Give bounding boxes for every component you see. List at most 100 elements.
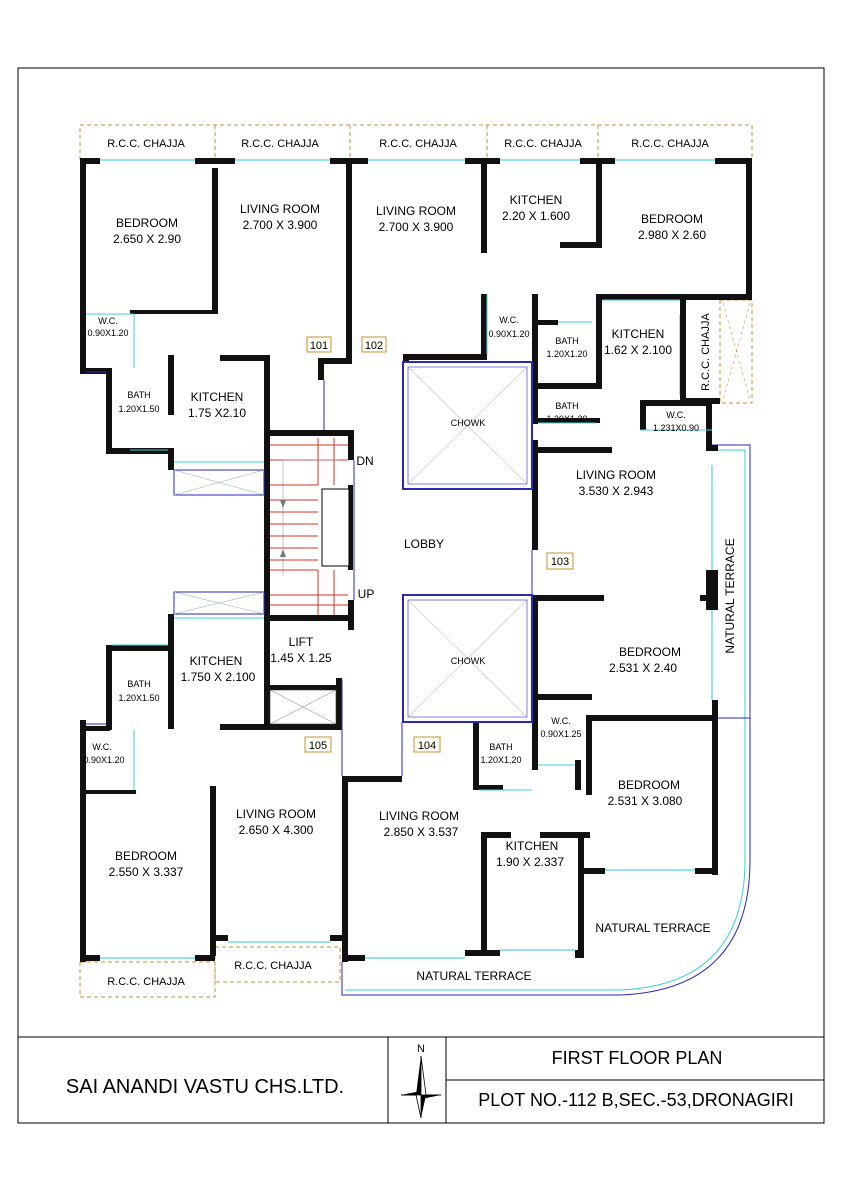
- svg-text:KITCHEN: KITCHEN: [612, 327, 665, 341]
- chajja-label: R.C.C. CHAJJA: [631, 138, 709, 150]
- svg-text:1.20X1.20: 1.20X1.20: [480, 755, 521, 765]
- chajja-label: R.C.C. CHAJJA: [379, 138, 457, 150]
- svg-text:2.850 X 3.537: 2.850 X 3.537: [384, 825, 459, 839]
- svg-text:2.700 X 3.900: 2.700 X 3.900: [379, 220, 454, 234]
- room-living-103: LIVING ROOM 3.530 X 2.943: [576, 468, 656, 498]
- svg-text:LIVING ROOM: LIVING ROOM: [576, 468, 656, 482]
- svg-text:1.750 X 2.100: 1.750 X 2.100: [181, 670, 256, 684]
- svg-text:W.C.: W.C.: [92, 742, 112, 752]
- chajja-label-vertical: R.C.C. CHAJJA: [700, 313, 712, 391]
- svg-text:KITCHEN: KITCHEN: [191, 390, 244, 404]
- svg-text:LIVING ROOM: LIVING ROOM: [240, 202, 320, 216]
- room-bath-105: BATH 1.20X1.50: [118, 679, 159, 703]
- svg-text:0.90X1.20: 0.90X1.20: [83, 755, 124, 765]
- svg-text:1.20X1.20: 1.20X1.20: [546, 414, 587, 424]
- chajja-label: R.C.C. CHAJJA: [107, 138, 185, 150]
- chajja-label: R.C.C. CHAJJA: [504, 138, 582, 150]
- room-bath-104: BATH 1.20X1.20: [480, 742, 521, 765]
- north-arrow-icon: N: [401, 1043, 441, 1119]
- svg-text:2.531 X 3.080: 2.531 X 3.080: [608, 794, 683, 808]
- room-lift: LIFT 1.45 X 1.25: [270, 635, 332, 665]
- svg-text:KITCHEN: KITCHEN: [506, 839, 559, 853]
- svg-text:BATH: BATH: [127, 390, 150, 400]
- natural-terrace-label: NATURAL TERRACE: [595, 921, 710, 935]
- room-wc-104: W.C. 0.90X1.25: [540, 716, 581, 739]
- svg-text:3.530 X 2.943: 3.530 X 2.943: [579, 484, 654, 498]
- room-bedroom-104: BEDROOM 2.531 X 3.080: [608, 778, 683, 808]
- room-kitchen-105: KITCHEN 1.750 X 2.100: [181, 654, 256, 684]
- drawing-border: [17, 67, 825, 1124]
- svg-text:LIVING ROOM: LIVING ROOM: [376, 204, 456, 218]
- svg-text:104: 104: [418, 740, 436, 752]
- svg-text:1.20X1.20: 1.20X1.20: [546, 349, 587, 359]
- svg-text:N: N: [417, 1043, 425, 1055]
- stair-down-label: DN: [356, 454, 373, 468]
- svg-text:W.C.: W.C.: [98, 316, 118, 326]
- chajja-bottom: [79, 946, 341, 998]
- svg-text:1.62 X 2.100: 1.62 X 2.100: [604, 343, 672, 357]
- svg-text:BEDROOM: BEDROOM: [618, 778, 680, 792]
- room-living-105: LIVING ROOM 2.650 X 4.300: [236, 807, 316, 837]
- natural-terrace-label: NATURAL TERRACE: [723, 538, 737, 653]
- chowk-lower-label: CHOWK: [451, 656, 486, 666]
- room-bedroom-101: BEDROOM 2.650 X 2.90: [113, 216, 181, 246]
- svg-text:KITCHEN: KITCHEN: [190, 654, 243, 668]
- room-living-101: LIVING ROOM 2.700 X 3.900: [240, 202, 320, 232]
- svg-text:1.75 X2.10: 1.75 X2.10: [188, 406, 246, 420]
- room-kitchen-101: KITCHEN 1.75 X2.10: [188, 390, 246, 420]
- chowk-upper: [402, 361, 533, 490]
- svg-text:1.20X1.50: 1.20X1.50: [118, 693, 159, 703]
- unit-tag-104: 104: [413, 736, 441, 753]
- svg-text:BEDROOM: BEDROOM: [619, 645, 681, 659]
- svg-text:LIFT: LIFT: [289, 635, 314, 649]
- unit-tag-105: 105: [304, 736, 332, 753]
- svg-text:BATH: BATH: [555, 401, 578, 411]
- chowk-lower: [402, 594, 533, 723]
- plot-address: PLOT NO.-112 B,SEC.-53,DRONAGIRI: [478, 1090, 793, 1110]
- svg-text:LIVING ROOM: LIVING ROOM: [236, 807, 316, 821]
- svg-text:1.90 X 2.337: 1.90 X 2.337: [496, 855, 564, 869]
- svg-text:0.90X1.20: 0.90X1.20: [87, 328, 128, 338]
- svg-text:BATH: BATH: [127, 679, 150, 689]
- room-bedroom-105: BEDROOM 2.550 X 3.337: [109, 849, 184, 879]
- room-kitchen-102: KITCHEN 2.20 X 1.600: [502, 193, 570, 223]
- room-bath-101: BATH 1.20X1.50: [118, 390, 159, 414]
- chajja-label: R.C.C. CHAJJA: [107, 976, 185, 988]
- svg-text:2.20 X 1.600: 2.20 X 1.600: [502, 209, 570, 223]
- unit-tag-103: 103: [546, 552, 574, 570]
- chajja-label: R.C.C. CHAJJA: [234, 960, 312, 972]
- staircase: [270, 436, 350, 615]
- room-kitchen-104: KITCHEN 1.90 X 2.337: [496, 839, 564, 869]
- room-kitchen-103: KITCHEN 1.62 X 2.100: [604, 327, 672, 357]
- natural-terrace-outline: [341, 444, 751, 996]
- room-wc-101: W.C. 0.90X1.20: [87, 316, 128, 338]
- room-bath-102a: BATH 1.20X1.20: [546, 336, 587, 359]
- company-name: SAI ANANDI VASTU CHS.LTD.: [66, 1076, 344, 1098]
- svg-text:0.90X1.25: 0.90X1.25: [540, 729, 581, 739]
- unit-tag-101: 101: [306, 336, 332, 353]
- svg-text:BEDROOM: BEDROOM: [641, 212, 703, 226]
- stair-up-label: UP: [358, 587, 375, 601]
- chajja-label: R.C.C. CHAJJA: [241, 138, 319, 150]
- natural-terrace-label: NATURAL TERRACE: [416, 969, 531, 983]
- svg-text:BEDROOM: BEDROOM: [116, 216, 178, 230]
- chowk-upper-label: CHOWK: [451, 418, 486, 428]
- unit-tag-102: 102: [361, 336, 387, 353]
- room-bedroom-103b: BEDROOM 2.531 X 2.40: [609, 645, 681, 675]
- svg-text:1.45 X 1.25: 1.45 X 1.25: [270, 651, 332, 665]
- svg-text:0.90X1.20: 0.90X1.20: [488, 329, 529, 339]
- room-wc-102: W.C. 0.90X1.20: [488, 315, 529, 339]
- walls: [80, 158, 752, 962]
- room-bath-102b: BATH 1.20X1.20: [546, 401, 587, 424]
- svg-text:103: 103: [551, 556, 569, 568]
- svg-text:W.C.: W.C.: [499, 315, 519, 325]
- svg-text:102: 102: [365, 340, 383, 352]
- svg-text:W.C.: W.C.: [666, 410, 686, 420]
- lift-shaft: [269, 689, 337, 725]
- svg-text:W.C.: W.C.: [551, 716, 571, 726]
- svg-text:101: 101: [310, 340, 328, 352]
- svg-text:KITCHEN: KITCHEN: [510, 193, 563, 207]
- drawing-title: FIRST FLOOR PLAN: [552, 1048, 723, 1068]
- svg-text:BATH: BATH: [555, 336, 578, 346]
